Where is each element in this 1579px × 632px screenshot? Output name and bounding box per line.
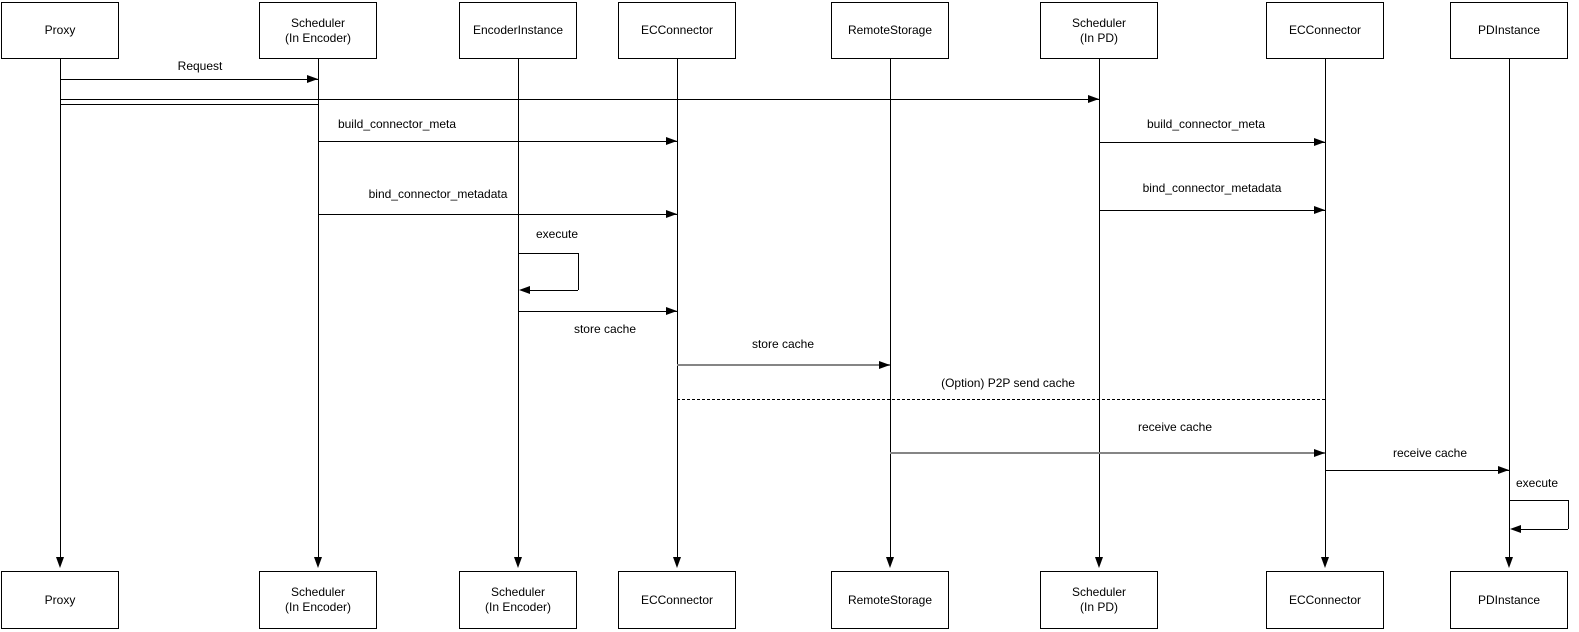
participant-bottom-ec-connector-encoder: ECConnector xyxy=(618,571,736,629)
participant-bottom-proxy: Proxy xyxy=(1,571,119,629)
message-receive-cache-11-line xyxy=(890,452,1325,454)
message-message-2-line xyxy=(60,104,318,105)
self-message-execute-pd-instance-side xyxy=(1568,500,1569,529)
message-label: store cache xyxy=(749,337,817,351)
message-label: receive cache xyxy=(1390,446,1470,460)
participant-label: Scheduler xyxy=(1071,585,1127,599)
message-request-0-line xyxy=(60,79,318,80)
participant-bottom-remote-storage: RemoteStorage xyxy=(831,571,949,629)
lifeline-proxy xyxy=(60,59,61,557)
self-message-execute-pd-instance-arrowhead xyxy=(1510,525,1521,533)
message-label: execute xyxy=(1513,476,1561,490)
participant-label: Scheduler xyxy=(490,585,546,599)
lifeline-scheduler-encoder xyxy=(318,59,319,557)
participant-label: (In PD) xyxy=(1079,30,1118,45)
self-message-execute-encoder-instance-bottom xyxy=(528,290,578,291)
lifeline-arrowhead-remote-storage xyxy=(886,557,894,568)
participant-top-scheduler-pd: Scheduler(In PD) xyxy=(1040,2,1158,59)
message-label: Request xyxy=(175,59,225,73)
message-store-cache-8-arrowhead xyxy=(666,307,677,315)
message-label: bind_connector_metadata xyxy=(1140,181,1284,195)
message-label: bind_connector_metadata xyxy=(366,187,510,201)
message-store-cache-9-line xyxy=(677,364,890,366)
message-message-1-arrowhead xyxy=(1088,95,1099,103)
participant-label: (In Encoder) xyxy=(284,30,352,45)
message-label: store cache xyxy=(571,322,639,336)
message-receive-cache-11-arrowhead xyxy=(1314,449,1325,457)
message-label: receive cache xyxy=(1135,420,1215,434)
participant-label: PDInstance xyxy=(1477,592,1541,607)
participant-label: Scheduler xyxy=(290,585,346,599)
message-label: (Option) P2P send cache xyxy=(939,376,1077,390)
lifeline-arrowhead-proxy xyxy=(56,557,64,568)
message-build-connector-meta-5-line xyxy=(1099,142,1325,143)
message-store-cache-8-line xyxy=(518,311,677,312)
participant-label: Scheduler xyxy=(290,15,346,30)
participant-label: Proxy xyxy=(44,592,76,607)
lifeline-arrowhead-ec-connector-encoder xyxy=(673,557,681,568)
self-message-execute-encoder-instance-arrowhead xyxy=(519,286,530,294)
message-receive-cache-12-arrowhead xyxy=(1498,466,1509,474)
participant-top-ec-connector-encoder: ECConnector xyxy=(618,2,736,59)
message-bind-connector-metadata-6-line xyxy=(1099,210,1325,211)
participant-bottom-encoder-instance: Scheduler(In Encoder) xyxy=(459,571,577,629)
self-message-execute-encoder-instance-top xyxy=(518,253,578,254)
lifeline-arrowhead-scheduler-pd xyxy=(1095,557,1103,568)
participant-top-proxy: Proxy xyxy=(1,2,119,59)
message-receive-cache-12-line xyxy=(1325,470,1509,471)
self-message-execute-pd-instance-top xyxy=(1509,500,1568,501)
participant-label: PDInstance xyxy=(1477,23,1541,37)
message-build-connector-meta-3-line xyxy=(318,141,677,142)
participant-label: RemoteStorage xyxy=(847,592,933,607)
participant-bottom-scheduler-pd: Scheduler(In PD) xyxy=(1040,571,1158,629)
message-bind-connector-metadata-4-line xyxy=(318,214,677,215)
message-bind-connector-metadata-4-arrowhead xyxy=(666,210,677,218)
participant-bottom-ec-connector-pd: ECConnector xyxy=(1266,571,1384,629)
participant-label: RemoteStorage xyxy=(847,23,933,37)
participant-label: (In Encoder) xyxy=(484,600,552,614)
participant-top-remote-storage: RemoteStorage xyxy=(831,2,949,59)
message-option-p2p-send-cache-10-line xyxy=(677,399,1325,400)
participant-label: EncoderInstance xyxy=(472,23,564,37)
lifeline-ec-connector-encoder xyxy=(677,59,678,557)
participant-label: ECConnector xyxy=(640,592,714,607)
lifeline-encoder-instance xyxy=(518,59,519,557)
message-label: build_connector_meta xyxy=(335,117,459,131)
participant-label: (In Encoder) xyxy=(284,600,352,614)
message-build-connector-meta-5-arrowhead xyxy=(1314,138,1325,146)
message-label: execute xyxy=(533,227,581,241)
lifeline-pd-instance xyxy=(1509,59,1510,557)
message-build-connector-meta-3-arrowhead xyxy=(666,137,677,145)
participant-top-ec-connector-pd: ECConnector xyxy=(1266,2,1384,59)
participant-bottom-scheduler-encoder: Scheduler(In Encoder) xyxy=(259,571,377,629)
lifeline-arrowhead-scheduler-encoder xyxy=(314,557,322,568)
message-bind-connector-metadata-6-arrowhead xyxy=(1314,206,1325,214)
lifeline-remote-storage xyxy=(890,59,891,557)
message-store-cache-9-arrowhead xyxy=(879,361,890,369)
participant-label: ECConnector xyxy=(1288,592,1362,607)
lifeline-arrowhead-pd-instance xyxy=(1505,557,1513,568)
self-message-execute-pd-instance-bottom xyxy=(1519,529,1568,530)
lifeline-scheduler-pd xyxy=(1099,59,1100,557)
participant-label: ECConnector xyxy=(1288,23,1362,37)
message-label: build_connector_meta xyxy=(1144,117,1268,131)
participant-top-scheduler-encoder: Scheduler(In Encoder) xyxy=(259,2,377,59)
participant-label: Proxy xyxy=(44,23,76,37)
lifeline-arrowhead-encoder-instance xyxy=(514,557,522,568)
lifeline-ec-connector-pd xyxy=(1325,59,1326,557)
participant-bottom-pd-instance: PDInstance xyxy=(1450,571,1568,629)
participant-label: (In PD) xyxy=(1079,600,1118,614)
lifeline-arrowhead-ec-connector-pd xyxy=(1321,557,1329,568)
self-message-execute-encoder-instance-side xyxy=(578,253,579,290)
participant-top-pd-instance: PDInstance xyxy=(1450,2,1568,59)
participant-label: Scheduler xyxy=(1071,15,1127,30)
message-request-0-arrowhead xyxy=(307,75,318,83)
participant-top-encoder-instance: EncoderInstance xyxy=(459,2,577,59)
message-message-1-line xyxy=(60,99,1099,100)
participant-label: ECConnector xyxy=(640,23,714,37)
